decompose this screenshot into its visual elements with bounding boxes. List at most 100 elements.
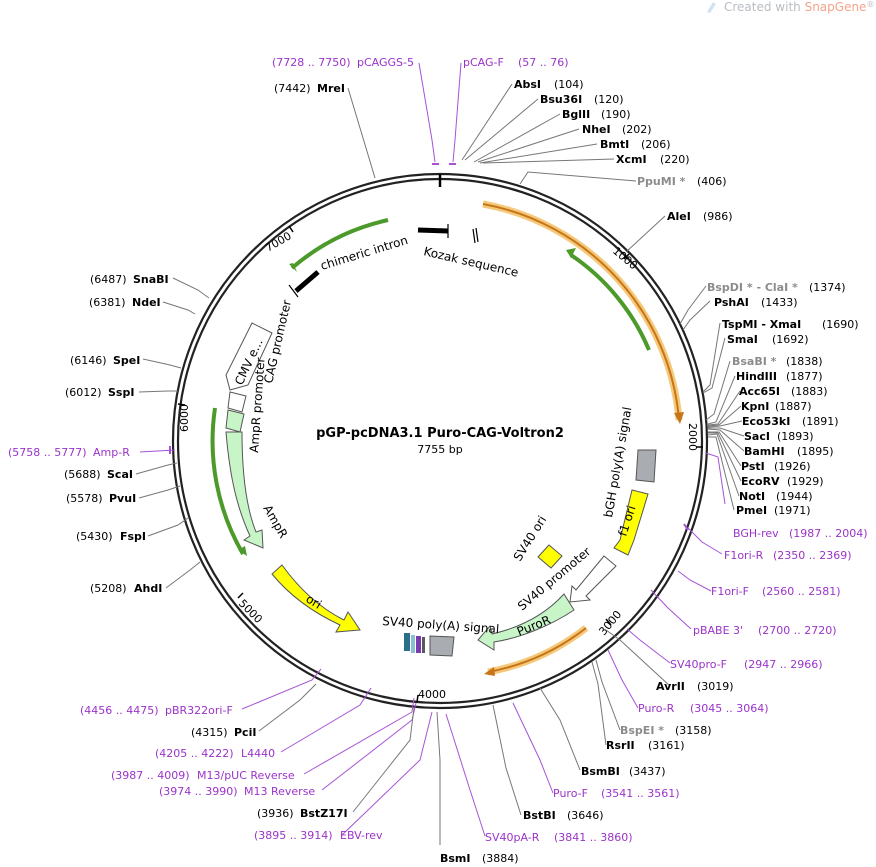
primer-f1orir: F1ori-R: [724, 549, 764, 562]
primer-sv40par: SV40pA-R: [485, 831, 540, 844]
sv40-ori-shape: [537, 544, 563, 569]
credit-mark: ®: [866, 0, 874, 9]
primer-sv40prof: SV40pro-F: [670, 658, 727, 671]
conn-spei: [142, 358, 182, 369]
conn-pcaggs5: [418, 62, 436, 163]
primer-ebvrev-range: (3895 .. 3914): [254, 829, 333, 842]
black-segment-left: [294, 270, 320, 293]
primer-pcagf-range: (57 .. 76): [518, 56, 569, 69]
primer-ampr-range: (5758 .. 5777): [8, 446, 87, 459]
enz-tspmi-pos: (1690): [822, 318, 859, 331]
enz-sspi: SspI: [108, 386, 134, 399]
orf-green-arc-right: [569, 253, 651, 351]
primer-purof: Puro-F: [553, 787, 588, 800]
enz-acc65i: Acc65I: [739, 385, 780, 398]
enz-nhei: NheI: [582, 123, 611, 136]
tick-6000: 6000: [178, 404, 191, 432]
enz-ahdi: AhdI: [134, 582, 162, 595]
primer-labels: (7728 .. 7750) pCAGGS-5 pCAG-F (57 .. 76…: [8, 56, 868, 844]
enz-mrei: MreI: [317, 82, 345, 95]
enz-bsmbi: BsmBI: [581, 765, 620, 778]
enz-absi: AbsI: [514, 78, 541, 91]
enz-bsu36i-pos: (120): [594, 93, 624, 106]
orf-green-arc-left: [210, 407, 245, 556]
enz-spei: SpeI: [113, 354, 140, 367]
enz-scai-pos: (5688): [64, 468, 101, 481]
enz-pmei: PmeI: [736, 504, 767, 517]
ori-shape: [271, 564, 361, 633]
enz-acc65i-pos: (1883): [791, 385, 828, 398]
primer-m13rev: M13 Reverse: [244, 785, 315, 798]
primer-pbabe-range: (2700 .. 2720): [758, 624, 837, 637]
conn-avrii: [605, 629, 671, 687]
tick-4000-mark: [416, 694, 419, 703]
conn-pcagf: [452, 62, 462, 163]
kozak-mark: [472, 228, 476, 244]
connectors: [135, 62, 745, 845]
enz-rsrii-pos: (3161): [648, 739, 685, 752]
label-puror: PuroR: [515, 613, 553, 639]
bgh-polya-shape: [635, 449, 657, 483]
voltron2-orf-arc-core: [482, 203, 680, 421]
conn-tspmi: [702, 322, 721, 393]
label-ampr-promoter: AmpR promoter: [247, 357, 268, 453]
enz-spei-pos: (6146): [70, 354, 107, 367]
enz-bspei: BspEI *: [620, 724, 664, 737]
tick-3000-mark: [605, 618, 612, 626]
primer-f1orir-range: (2350 .. 2369): [773, 549, 852, 562]
primer-pbr322: pBR322ori-F: [165, 704, 233, 717]
enz-bmti: BmtI: [600, 138, 629, 151]
primer-l4440: L4440: [241, 747, 275, 760]
enz-nhei-pos: (202): [622, 123, 652, 136]
primer-pcaggs5-range: (7728 .. 7750): [272, 56, 351, 69]
enz-pcii-pos: (4315): [191, 726, 228, 739]
chimeric-intron-arrowhead: [289, 263, 297, 272]
enz-bsmi: BsmI: [440, 852, 471, 865]
enz-pvui: PvuI: [109, 492, 136, 505]
conn-alei: [625, 215, 666, 253]
conn-pvui: [138, 485, 181, 499]
enz-saci: SacI: [744, 430, 770, 443]
primer-pcagf: pCAG-F: [463, 56, 504, 69]
puror-shape: [477, 593, 575, 651]
conn-puror: [607, 649, 639, 709]
conn-ndei: [162, 301, 196, 315]
conn-bsmbi: [539, 687, 581, 771]
tick-7000-mark: [288, 225, 294, 233]
tick-6000-mark: [177, 403, 186, 406]
snapgene-credit: Created with SnapGene®: [707, 0, 874, 14]
conn-fspi: [147, 517, 189, 537]
conn-pcii: [258, 683, 317, 732]
small-block-lightblue: [411, 635, 415, 653]
conn-mrei: [347, 87, 376, 179]
enz-xcmi: XcmI: [616, 153, 647, 166]
enz-eco53ki: Eco53kI: [742, 415, 790, 428]
conn-pbabe: [650, 589, 692, 630]
label-sv40polya: SV40 poly(A) signal: [382, 614, 500, 636]
enz-avrii: AvrII: [656, 680, 685, 693]
conn-f1orir: [687, 527, 723, 555]
primer-m13rev-range: (3974 .. 3990): [159, 785, 238, 798]
cmv-enhancer-shape: [225, 322, 273, 391]
enz-bspei-pos: (3158): [675, 724, 712, 737]
enz-hindiii-pos: (1877): [786, 370, 823, 383]
primer-f1orif: F1ori-F: [711, 585, 749, 598]
tick-1000-mark: [623, 253, 630, 260]
enz-bspdi-pos: (1374): [809, 281, 846, 294]
primer-pbr322-range: (4456 .. 4475): [80, 704, 159, 717]
conn-absi: [461, 83, 513, 161]
orf-green-left-arrowhead: [238, 546, 247, 556]
enz-kpni: KpnI: [741, 400, 769, 413]
credit-prefix: Created with: [724, 0, 805, 14]
enz-bstbi: BstBI: [523, 809, 556, 822]
snapgene-logo-icon: [707, 2, 716, 13]
plasmid-name: pGP-pcDNA3.1 Puro-CAG-Voltron2: [316, 426, 564, 441]
f1-ori-shape: [613, 489, 649, 556]
enz-bamhi-pos: (1895): [797, 445, 834, 458]
enz-bstz17i: BstZ17I: [300, 807, 348, 820]
enz-smai-pos: (1692): [772, 333, 809, 346]
lower-orf-arrowhead: [484, 667, 495, 676]
enz-hindiii: HindIII: [736, 370, 777, 383]
enz-bglii-pos: (190): [601, 108, 631, 121]
